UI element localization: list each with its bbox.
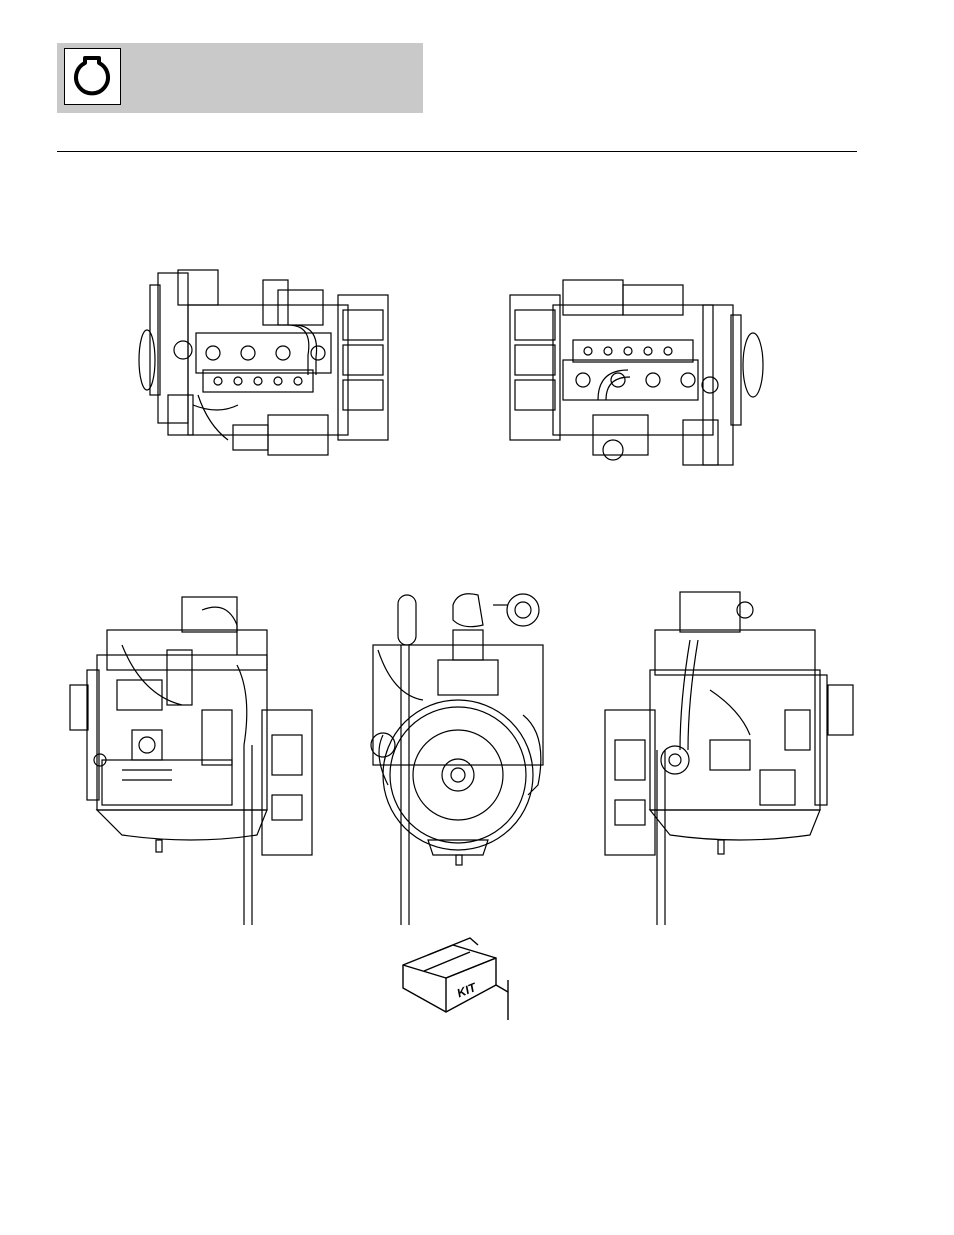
- engine-right-side-view: [600, 590, 860, 930]
- header-rule: [57, 151, 857, 152]
- engine-top-view-left: [138, 265, 393, 460]
- engine-section-icon: [64, 48, 121, 105]
- kit-box-icon: KIT: [398, 930, 523, 1025]
- kit-label: KIT: [455, 980, 480, 1001]
- engine-rear-flywheel-view: [363, 585, 563, 930]
- engine-left-side-view: [62, 595, 317, 930]
- engine-top-view-right: [498, 275, 773, 470]
